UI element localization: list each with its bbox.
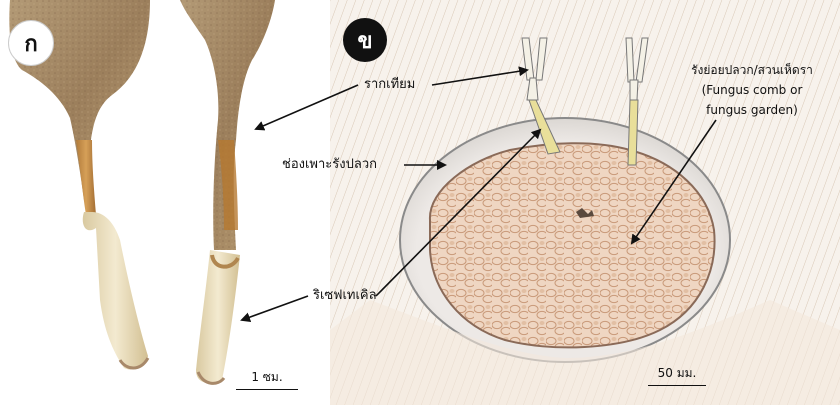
chamber-label: ช่องเพาะรังปลวก xyxy=(282,157,377,172)
false-root-label: รากเทียม xyxy=(364,77,415,92)
scale-line-b xyxy=(648,385,706,386)
scale-line-a xyxy=(236,389,298,390)
fungus-comb xyxy=(430,143,715,347)
scale-bar-a: 1 ซม. xyxy=(236,368,298,390)
fungus-comb-label: รังย่อยปลวก/สวนเห็ดรา (Fungus comb or fu… xyxy=(672,60,832,120)
scale-label-b: 50 มม. xyxy=(658,366,697,380)
fungus-comb-label-en-2: fungus garden) xyxy=(672,100,832,120)
rhizomorph-label: ริเซฟเทเคิล xyxy=(313,288,377,303)
fungus-comb-label-en-1: (Fungus comb or xyxy=(672,80,832,100)
right-specimen xyxy=(180,0,275,383)
panel-a-badge: ก xyxy=(8,20,54,66)
scale-label-a: 1 ซม. xyxy=(251,370,282,384)
scale-bar-b: 50 มม. xyxy=(648,364,706,386)
panel-b-badge: ข xyxy=(343,18,387,62)
fungus-comb-label-thai: รังย่อยปลวก/สวนเห็ดรา xyxy=(672,60,832,80)
photo-panel-a: ก 1 ซม. xyxy=(0,0,300,405)
